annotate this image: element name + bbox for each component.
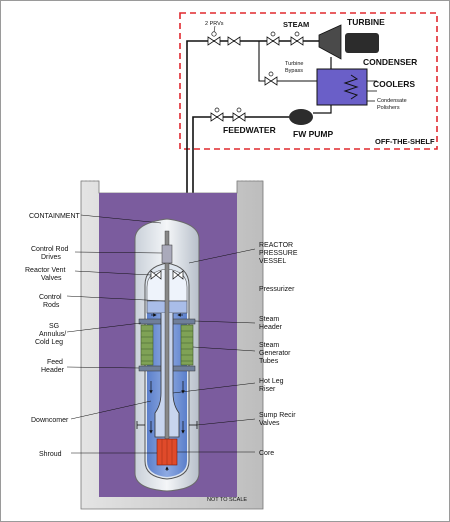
rpv-label-3: VESSEL (259, 258, 286, 265)
turbine-bypass-label-2: Bypass (285, 68, 303, 74)
core-label: Core (259, 450, 274, 457)
condenser-box (316, 68, 368, 106)
leader-lines (66, 214, 256, 454)
fw-pump-label: FW PUMP (293, 129, 333, 139)
reactor-vent-valves-label-1: Reactor Vent (25, 267, 66, 274)
prvs-label: 2 PRVs (205, 21, 224, 27)
feedwater-label: FEEDWATER (223, 125, 276, 135)
sg-annulus-label-3: Cold Leg (35, 339, 63, 346)
off-the-shelf-label: OFF-THE-SHELF (375, 137, 435, 146)
pressurizer-label: Pressurizer (259, 286, 295, 293)
condensate-polishers-label-1: Condensate (377, 98, 407, 104)
condenser-coil-icon (343, 74, 359, 100)
condenser-label: CONDENSER (363, 57, 417, 67)
flow-arrows (149, 313, 185, 471)
steam-valve-icon (266, 31, 304, 46)
sg-annulus-label-1: SG (49, 323, 59, 330)
reactor-vent-valves-label-2: Valves (41, 275, 62, 282)
containment-label: CONTAINMENT (29, 213, 81, 220)
sump-recir-valves-label-2: Valves (259, 420, 280, 427)
hot-leg-riser-label-2: Riser (259, 386, 276, 393)
turbine-label: TURBINE (347, 17, 385, 27)
turbine-bypass-line (258, 41, 317, 82)
fw-pump-icon (289, 109, 313, 125)
sg-tubes-label-3: Tubes (259, 358, 279, 365)
feedwater-valve-icon (210, 107, 246, 122)
reactor-vent-valve-icon (150, 270, 184, 280)
shroud-label: Shroud (39, 451, 62, 458)
steam-label: STEAM (283, 20, 309, 29)
steam-header-label-1: Steam (259, 316, 279, 323)
steam-header-label-2: Header (259, 324, 283, 331)
not-to-scale-label: NOT TO SCALE (207, 497, 247, 503)
bypass-valve-icon (264, 71, 278, 86)
sg-tubes-label-1: Steam (259, 342, 279, 349)
control-rods-label-1: Control (39, 294, 62, 301)
control-rod-drives-label-2: Drives (41, 254, 61, 261)
sg-tubes-label-2: Generator (259, 350, 291, 357)
rpv-label-2: PRESSURE (259, 250, 298, 257)
generator-icon (345, 33, 379, 53)
control-rod-drives-label-1: Control Rod (31, 246, 68, 253)
control-rods-label-2: Rods (43, 302, 60, 309)
hot-leg-riser-label-1: Hot Leg (259, 378, 284, 385)
turbine-icon (318, 24, 342, 60)
coolers-label: COOLERS (373, 79, 415, 89)
condensate-polishers-label-2: Polishers (377, 105, 400, 111)
rpv-label-1: REACTOR (259, 242, 293, 249)
sg-annulus-label-2: Annulus/ (39, 331, 66, 338)
sump-recir-valves-label-1: Sump Recir (259, 412, 296, 419)
steam-generator-coils (140, 324, 194, 366)
control-rod-drives (161, 244, 173, 264)
turbine-bypass-label-1: Turbine (285, 61, 303, 67)
downcomer-label: Downcomer (31, 417, 69, 424)
feed-header-label-2: Header (41, 367, 65, 374)
feed-header-label-1: Feed (47, 359, 63, 366)
prv-valve-icon (207, 31, 241, 46)
off-the-shelf-boundary (179, 12, 438, 150)
